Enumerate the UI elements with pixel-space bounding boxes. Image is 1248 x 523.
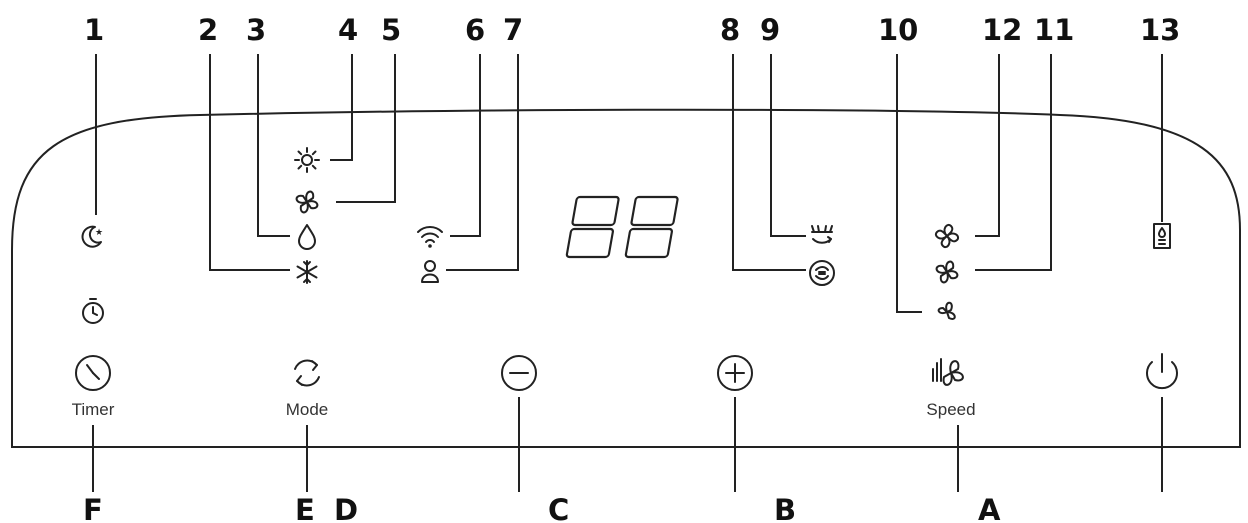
callout-5: 5 xyxy=(381,13,401,47)
swing-icon xyxy=(811,225,833,244)
minus-icon xyxy=(501,355,537,391)
mode-button[interactable]: Mode xyxy=(286,359,329,419)
button-leader-lines xyxy=(92,397,1163,492)
water-tank-icon xyxy=(1153,223,1171,249)
button-letter-B: B xyxy=(774,493,796,523)
person-icon xyxy=(421,260,439,283)
callout-2: 2 xyxy=(198,13,218,47)
svg-text:★: ★ xyxy=(95,228,103,238)
power-button[interactable] xyxy=(1146,353,1178,390)
timer-indicator-icon xyxy=(82,298,104,324)
callout-10: 10 xyxy=(878,13,918,47)
speed-button[interactable]: Speed xyxy=(926,358,976,419)
button-letter-D: D xyxy=(334,493,358,523)
button-letter-C: C xyxy=(548,493,569,523)
wifi-icon xyxy=(417,226,443,248)
speed-label: Speed xyxy=(926,400,975,419)
panel-outline xyxy=(11,108,1241,448)
sleep-moon-icon: ★ xyxy=(81,225,103,248)
callout-3: 3 xyxy=(246,13,266,47)
refresh-icon xyxy=(294,359,320,387)
callout-1: 1 xyxy=(84,13,104,47)
seven-segment-display: 88 xyxy=(1,0,679,259)
callout-4: 4 xyxy=(338,13,358,47)
droplet-icon xyxy=(298,224,316,250)
fan-medium-icon xyxy=(935,260,959,284)
snowflake-icon xyxy=(296,260,318,284)
callout-9: 9 xyxy=(760,13,780,47)
fan-high-icon xyxy=(935,224,959,248)
fan-icon xyxy=(295,190,319,214)
clock-icon xyxy=(75,355,111,391)
power-icon xyxy=(1146,353,1178,390)
fan-low-icon xyxy=(937,301,956,320)
callout-12: 12 xyxy=(982,13,1022,47)
display-digits: 88 xyxy=(1,0,3,2)
minus-button[interactable] xyxy=(501,355,537,391)
plus-button[interactable] xyxy=(717,355,753,391)
callout-11: 11 xyxy=(1034,13,1074,47)
callout-8: 8 xyxy=(720,13,740,47)
callout-leader-lines xyxy=(95,54,1163,313)
button-letter-A: A xyxy=(978,493,1001,523)
callout-7: 7 xyxy=(503,13,523,47)
timer-label: Timer xyxy=(72,400,115,419)
plus-icon xyxy=(717,355,753,391)
mode-label: Mode xyxy=(286,400,329,419)
timer-button[interactable]: Timer xyxy=(72,355,115,419)
air-circulation-icon xyxy=(809,260,835,286)
callout-13: 13 xyxy=(1140,13,1180,47)
sun-icon xyxy=(294,147,320,173)
button-letter-F: F xyxy=(83,493,103,523)
callout-6: 6 xyxy=(465,13,485,47)
button-letter-E: E xyxy=(295,493,315,523)
fan-speed-icon xyxy=(932,358,964,386)
